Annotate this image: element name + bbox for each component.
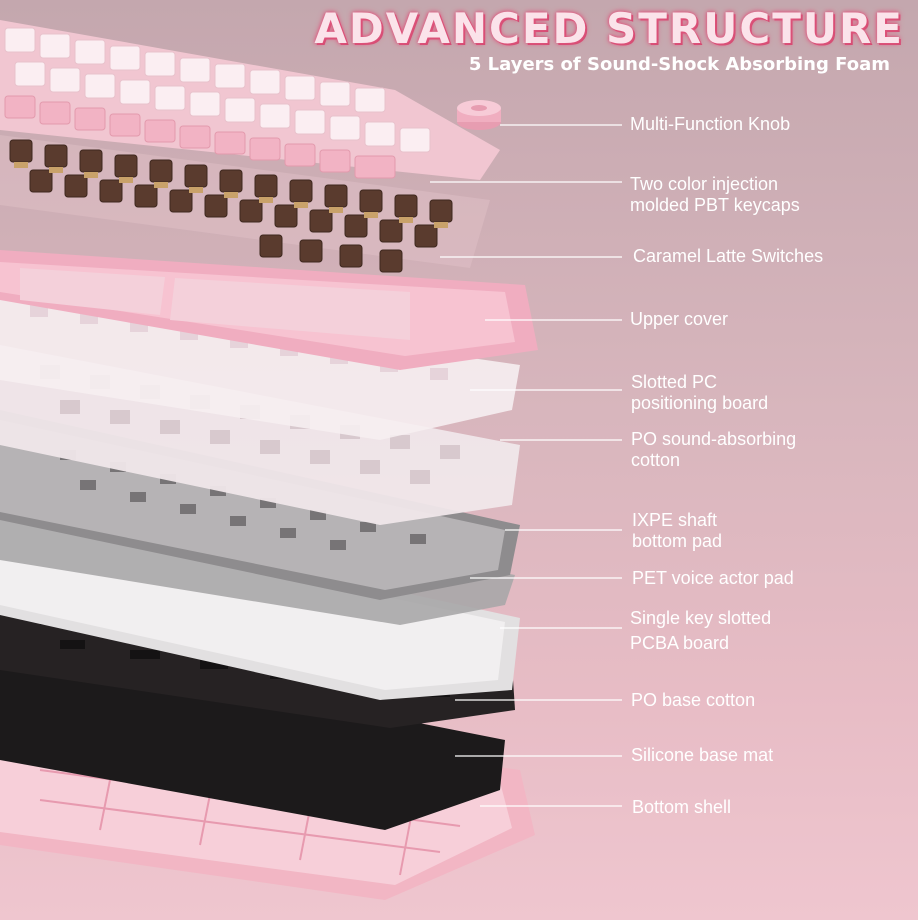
label-upper-cover: Upper cover — [630, 309, 729, 329]
leader-lines — [430, 124, 622, 807]
label-po-sound-absorbing-cotton: PO sound-absorbing cotton — [631, 429, 797, 470]
knob-layer — [457, 100, 501, 130]
label-silicone-base-mat: Silicone base mat — [631, 745, 774, 765]
page-title: ADVANCED STRUCTURE — [314, 4, 904, 53]
label-pbt-keycaps: Two color injection molded PBT keycaps — [630, 174, 800, 215]
label-switches: Caramel Latte Switches — [633, 246, 824, 266]
page-subtitle: 5 Layers of Sound-Shock Absorbing Foam — [468, 54, 890, 75]
label-multi-function-knob: Multi-Function Knob — [630, 114, 791, 134]
label-po-base-cotton: PO base cotton — [631, 690, 756, 710]
switches-layer — [0, 135, 490, 273]
label-bottom-shell: Bottom shell — [632, 797, 732, 817]
label-pcba-board: Single key slotted PCBA board — [630, 608, 772, 653]
keycaps-layer — [0, 20, 500, 180]
label-ixpe-shaft-pad: IXPE shaft bottom pad — [632, 510, 723, 551]
label-pet-pad: PET voice actor pad — [632, 568, 794, 588]
upper-cover-layer — [0, 250, 538, 370]
label-pc-positioning-board: Slotted PC positioning board — [631, 372, 769, 413]
